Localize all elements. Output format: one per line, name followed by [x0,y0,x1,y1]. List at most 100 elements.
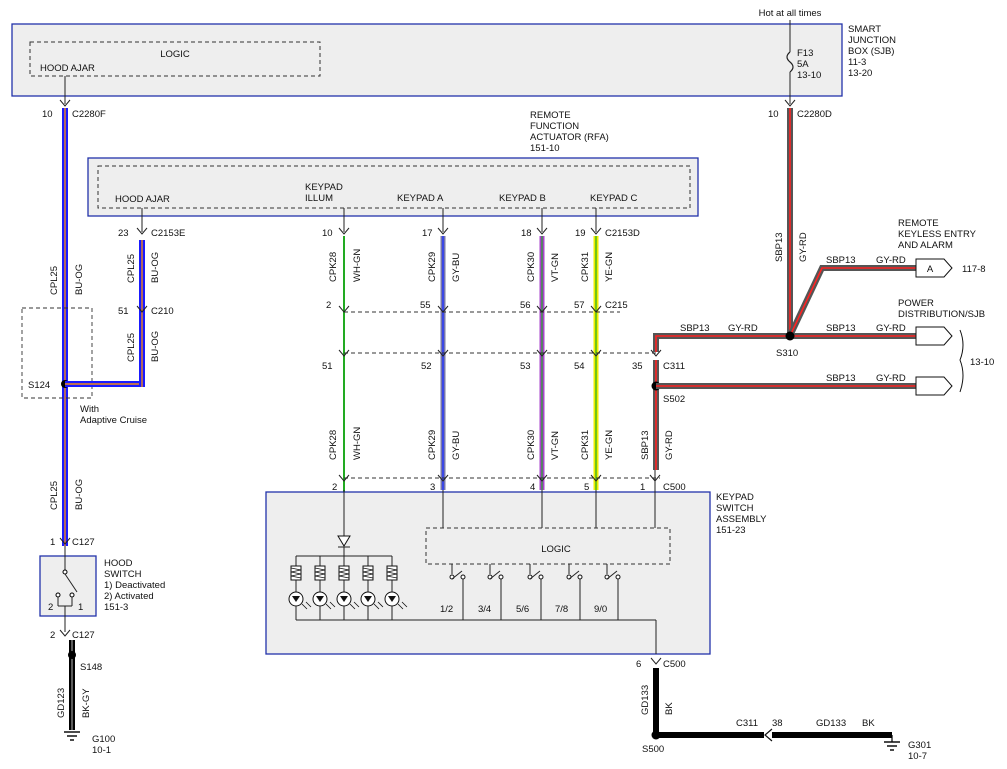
rfa-conn-keypad-label: C2153D [605,228,640,239]
led-column [288,556,312,620]
c500-pin-sbp-label: 1 [640,482,645,493]
rfa-pin-b-label: 18 [521,228,532,239]
rfa-name-line: 151-10 [530,143,560,154]
sjb-power-chevron-icon [784,99,796,107]
s500-label: S500 [642,744,664,755]
sbp13-power-feed: 10 C2280D SBP13 GY-RD SBP13 GY-RD SBP13 … [640,96,916,470]
hood-switch-pin2-label: 2 [48,602,53,613]
sjb-pin-right-label: 10 [768,109,779,120]
c210-pin-label: 51 [118,306,129,317]
hood-switch-name-line: 2) Activated [104,591,154,602]
hood-switch: 2 1 HOOD SWITCH 1) Deactivated 2) Activa… [39,546,165,756]
wire-sbp13-c311-stripe [655,335,790,352]
s124-option-box [21,307,93,399]
wire-label-sbp13: SBP13 [680,323,710,334]
wire-label-sbp13: SBP13 [774,232,785,262]
c311-pin-a-label: 52 [421,361,432,372]
wire-label-gd133: GD133 [816,718,846,729]
c311-ground-chevron-icon [764,728,773,742]
c311-pin-b-label: 53 [520,361,531,372]
wire-label-cpk28: CPK28 [328,430,339,460]
ground-circuit-gd133: 6 C500 S500 GD133 BK C311 38 GD133 BK G3… [636,657,931,762]
wire-label-cpl25: CPL25 [126,254,137,283]
hood-ajar-circuit: 10 C2280F CPL25 BU-OG S124 With Adaptive… [21,76,174,548]
c500-chevron-icon [338,474,350,482]
rke-name-line: KEYLESS ENTRY [898,229,977,240]
c500-chevron-icon [536,474,548,482]
rfa-keypad-b-label: KEYPAD B [499,193,546,204]
rfa-pin-illum-label: 10 [322,228,333,239]
led-rays [301,601,312,610]
button-blade [451,570,463,580]
power-dist-name-line: POWER [898,298,934,309]
led-rays [325,601,336,610]
c215-chevron-icon [590,305,602,313]
rfa-illum-chevron-icon [338,227,350,235]
s148-label: S148 [80,662,102,673]
wire-label-cpk31: CPK31 [580,252,591,282]
sjb-conn-right-label: C2280D [797,109,832,120]
power-distribution: POWER DISTRIBUTION/SJB 13-10 [898,298,994,396]
c500-label: C500 [663,482,686,493]
s310-splice-dot [785,331,795,341]
keypad-wires: CPK28 WH-GN CPK29 GY-BU CPK30 VT-GN CPK3… [322,236,686,540]
button-blade [489,570,501,580]
c311-label: C311 [663,361,685,372]
s124-note-line: With [80,404,99,415]
rfa-keypad-a-label: KEYPAD A [397,193,444,204]
wire-label-gy-rd: GY-RD [876,373,906,384]
c127-top-label: C127 [72,537,95,548]
resistor-zigzag [338,567,350,579]
c127-top-chevron-icon [59,537,71,545]
c215-pin-b-label: 56 [520,300,531,311]
keypad-logic-box [425,527,671,565]
wire-label-vt-gn: VT-GN [550,253,561,282]
c127-bottom-chevron-icon [59,629,71,637]
rfa-hood-chevron-icon [136,227,148,235]
sjb-logic-label: LOGIC [160,49,190,60]
c210-chevron-icon [136,305,148,313]
rfa-name-line: ACTUATOR (RFA) [530,132,609,143]
remote-keyless-entry: REMOTE KEYLESS ENTRY AND ALARM A 117-8 [898,218,986,278]
g100-label: G100 [92,734,115,745]
rke-ref-label: 117-8 [962,264,986,275]
keypad-name-line: SWITCH [716,503,754,514]
c311-pin-illum-label: 51 [322,361,333,372]
wire-label-cpl25: CPL25 [49,266,60,295]
wire-label-gy-rd: GY-RD [798,232,809,262]
wire-label-wh-gn: WH-GN [352,427,363,460]
c311-pin-sbp-label: 35 [632,361,643,372]
c311-ground-label: C311 [736,718,758,729]
resistor-zigzag [386,567,398,579]
wire-label-gy-rd: GY-RD [728,323,758,334]
rfa-hood-ajar-label: HOOD AJAR [115,194,170,205]
c311-ground-pin-label: 38 [772,718,783,729]
fuse-ref-label: 13-10 [797,70,821,81]
hot-at-all-times-label: Hot at all times [759,8,822,19]
c215-chevron-icon [338,305,350,313]
keypad-name-line: 151-23 [716,525,746,536]
keypad-button: 1/2 [440,564,466,620]
c127-bottom-label: C127 [72,630,95,641]
wire-label-gy-bu: GY-BU [451,431,462,460]
rfa-b-chevron-icon [536,227,548,235]
wire-label-cpl25: CPL25 [126,333,137,362]
wire-label-gy-rd: GY-RD [876,255,906,266]
led-triangle [292,596,300,602]
c500-pin-b-label: 4 [530,482,535,493]
connector-chevron-icon [59,99,71,107]
wire-label-gy-bu: GY-BU [451,253,462,282]
rfa-keypad-c-label: KEYPAD C [590,193,637,204]
s502-label: S502 [663,394,685,405]
button-blade [606,570,618,580]
led-column [312,556,336,620]
wire-sbp13-c311 [653,333,790,352]
wire-label-bk: BK [664,702,675,715]
sjb-logic-box [29,41,321,77]
wire-label-gd123: GD123 [56,688,67,718]
c311-chevron-icon [650,349,662,357]
wire-label-gy-rd: GY-RD [876,323,906,334]
rfa-c-chevron-icon [590,227,602,235]
rfa-name-label: REMOTE FUNCTION ACTUATOR (RFA) 151-10 [530,110,609,154]
